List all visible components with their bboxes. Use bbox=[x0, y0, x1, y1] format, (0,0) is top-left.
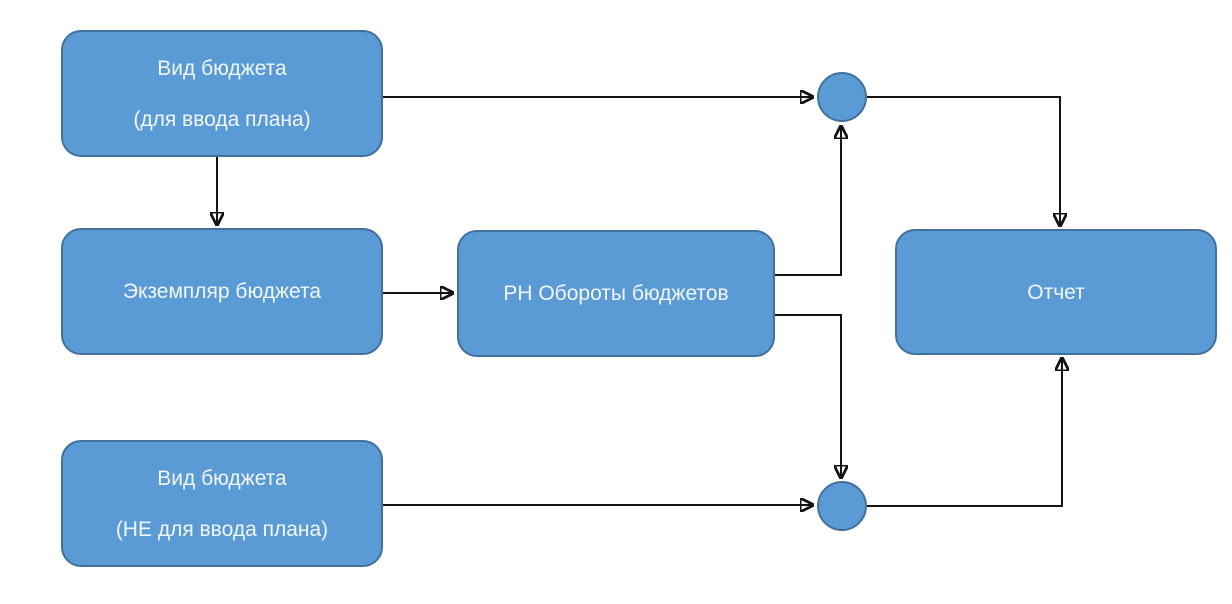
node-budget-type-no-plan-line2: (НЕ для ввода плана) bbox=[115, 517, 329, 541]
node-budget-type-no-plan-line1: Вид бюджета bbox=[157, 466, 287, 490]
node-budget-instance-label: Экземпляр бюджета bbox=[122, 280, 322, 303]
node-report: Отчет bbox=[895, 229, 1217, 355]
arrow-junction-bottom-to-report bbox=[867, 359, 1062, 507]
node-rn-turnovers-label: РН Обороты бюджетов bbox=[503, 282, 729, 305]
node-budget-type-plan: Вид бюджета (для ввода плана) bbox=[61, 30, 383, 157]
node-budget-type-no-plan: Вид бюджета (НЕ для ввода плана) bbox=[61, 440, 383, 567]
node-budget-type-plan-line1: Вид бюджета bbox=[157, 56, 287, 80]
arrow-rn-turnovers-to-junction-top bbox=[775, 127, 841, 276]
node-budget-type-plan-line2: (для ввода плана) bbox=[133, 107, 311, 131]
arrow-junction-top-to-report bbox=[867, 96, 1060, 225]
node-report-label: Отчет bbox=[1027, 280, 1085, 304]
junction-bottom-circle bbox=[817, 481, 867, 531]
arrow-rn-turnovers-to-junction-bottom bbox=[775, 314, 841, 477]
node-rn-turnovers: РН Обороты бюджетов bbox=[457, 230, 775, 357]
node-budget-instance: Экземпляр бюджета bbox=[61, 228, 383, 355]
junction-top-circle bbox=[817, 72, 867, 122]
